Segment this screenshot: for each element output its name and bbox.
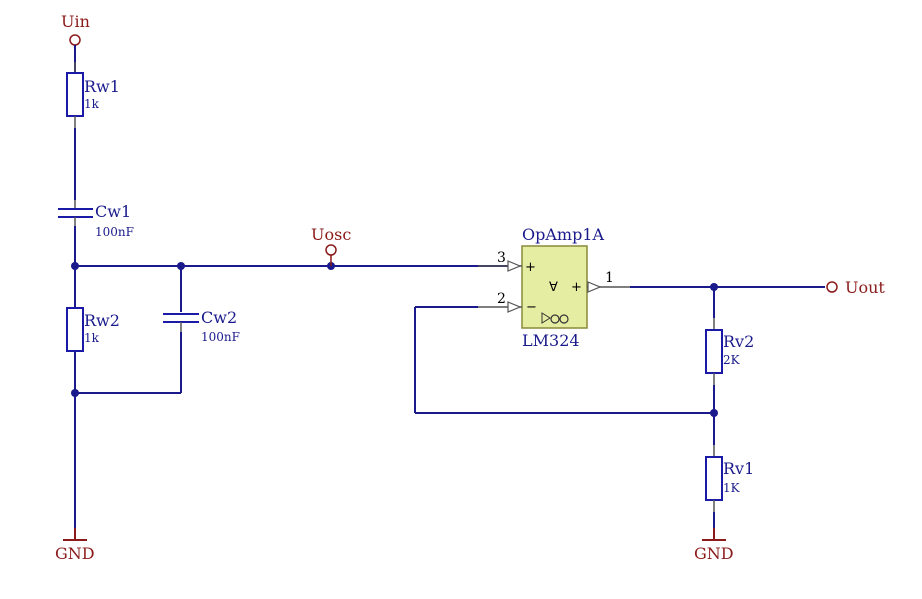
opamp-infinity-icon <box>541 312 569 324</box>
rw1-designator: Rw1 <box>84 77 120 96</box>
resistor-rv1: Rv1 1K <box>705 445 754 512</box>
ground-left: GND <box>55 528 95 563</box>
cw1-designator: Cw1 <box>95 202 131 221</box>
opamp-designator: OpAmp1A <box>522 225 605 244</box>
opamp-minus-mark: − <box>526 300 537 315</box>
cw1-value: 100nF <box>95 225 134 239</box>
opamp-delta-mark: ∀ <box>549 280 558 295</box>
rw2-value: 1k <box>84 331 100 345</box>
ground-left-label: GND <box>55 544 95 563</box>
opamp-pin-2: 2 <box>497 291 506 307</box>
rv2-value: 2K <box>723 353 741 367</box>
opamp-lm324: OpAmp1A 3 2 1 + − + ∀ LM324 <box>478 225 630 350</box>
cw2-designator: Cw2 <box>201 308 237 327</box>
rv2-designator: Rv2 <box>723 332 754 351</box>
cw2-value: 100nF <box>201 330 240 344</box>
resistor-rw2: Rw2 1k <box>66 307 120 352</box>
resistor-rw1: Rw1 1k <box>66 62 120 128</box>
port-uout-label: Uout <box>845 278 885 297</box>
rw2-designator: Rw2 <box>84 311 120 330</box>
opamp-part: LM324 <box>522 331 580 350</box>
port-uosc: Uosc <box>311 225 351 266</box>
resistor-rv2: Rv2 2K <box>705 318 754 385</box>
port-uout: Uout <box>826 278 885 297</box>
junction <box>71 389 79 397</box>
opamp-plus-mark: + <box>525 260 536 275</box>
capacitor-cw1: Cw1 100nF <box>58 200 134 239</box>
junction <box>710 409 718 417</box>
port-uin: Uin <box>61 12 90 46</box>
ground-right: GND <box>694 528 734 563</box>
junction <box>71 262 79 270</box>
port-uin-label: Uin <box>61 12 90 31</box>
capacitor-cw2: Cw2 100nF <box>163 308 240 344</box>
opamp-out-plus-mark: + <box>571 280 582 295</box>
rv1-designator: Rv1 <box>723 459 754 478</box>
opamp-pin-3: 3 <box>497 250 506 266</box>
ground-right-label: GND <box>694 544 734 563</box>
opamp-pin-1: 1 <box>605 270 614 286</box>
port-uosc-label: Uosc <box>311 225 351 244</box>
rv1-value: 1K <box>723 481 741 495</box>
rw1-value: 1k <box>84 97 100 111</box>
